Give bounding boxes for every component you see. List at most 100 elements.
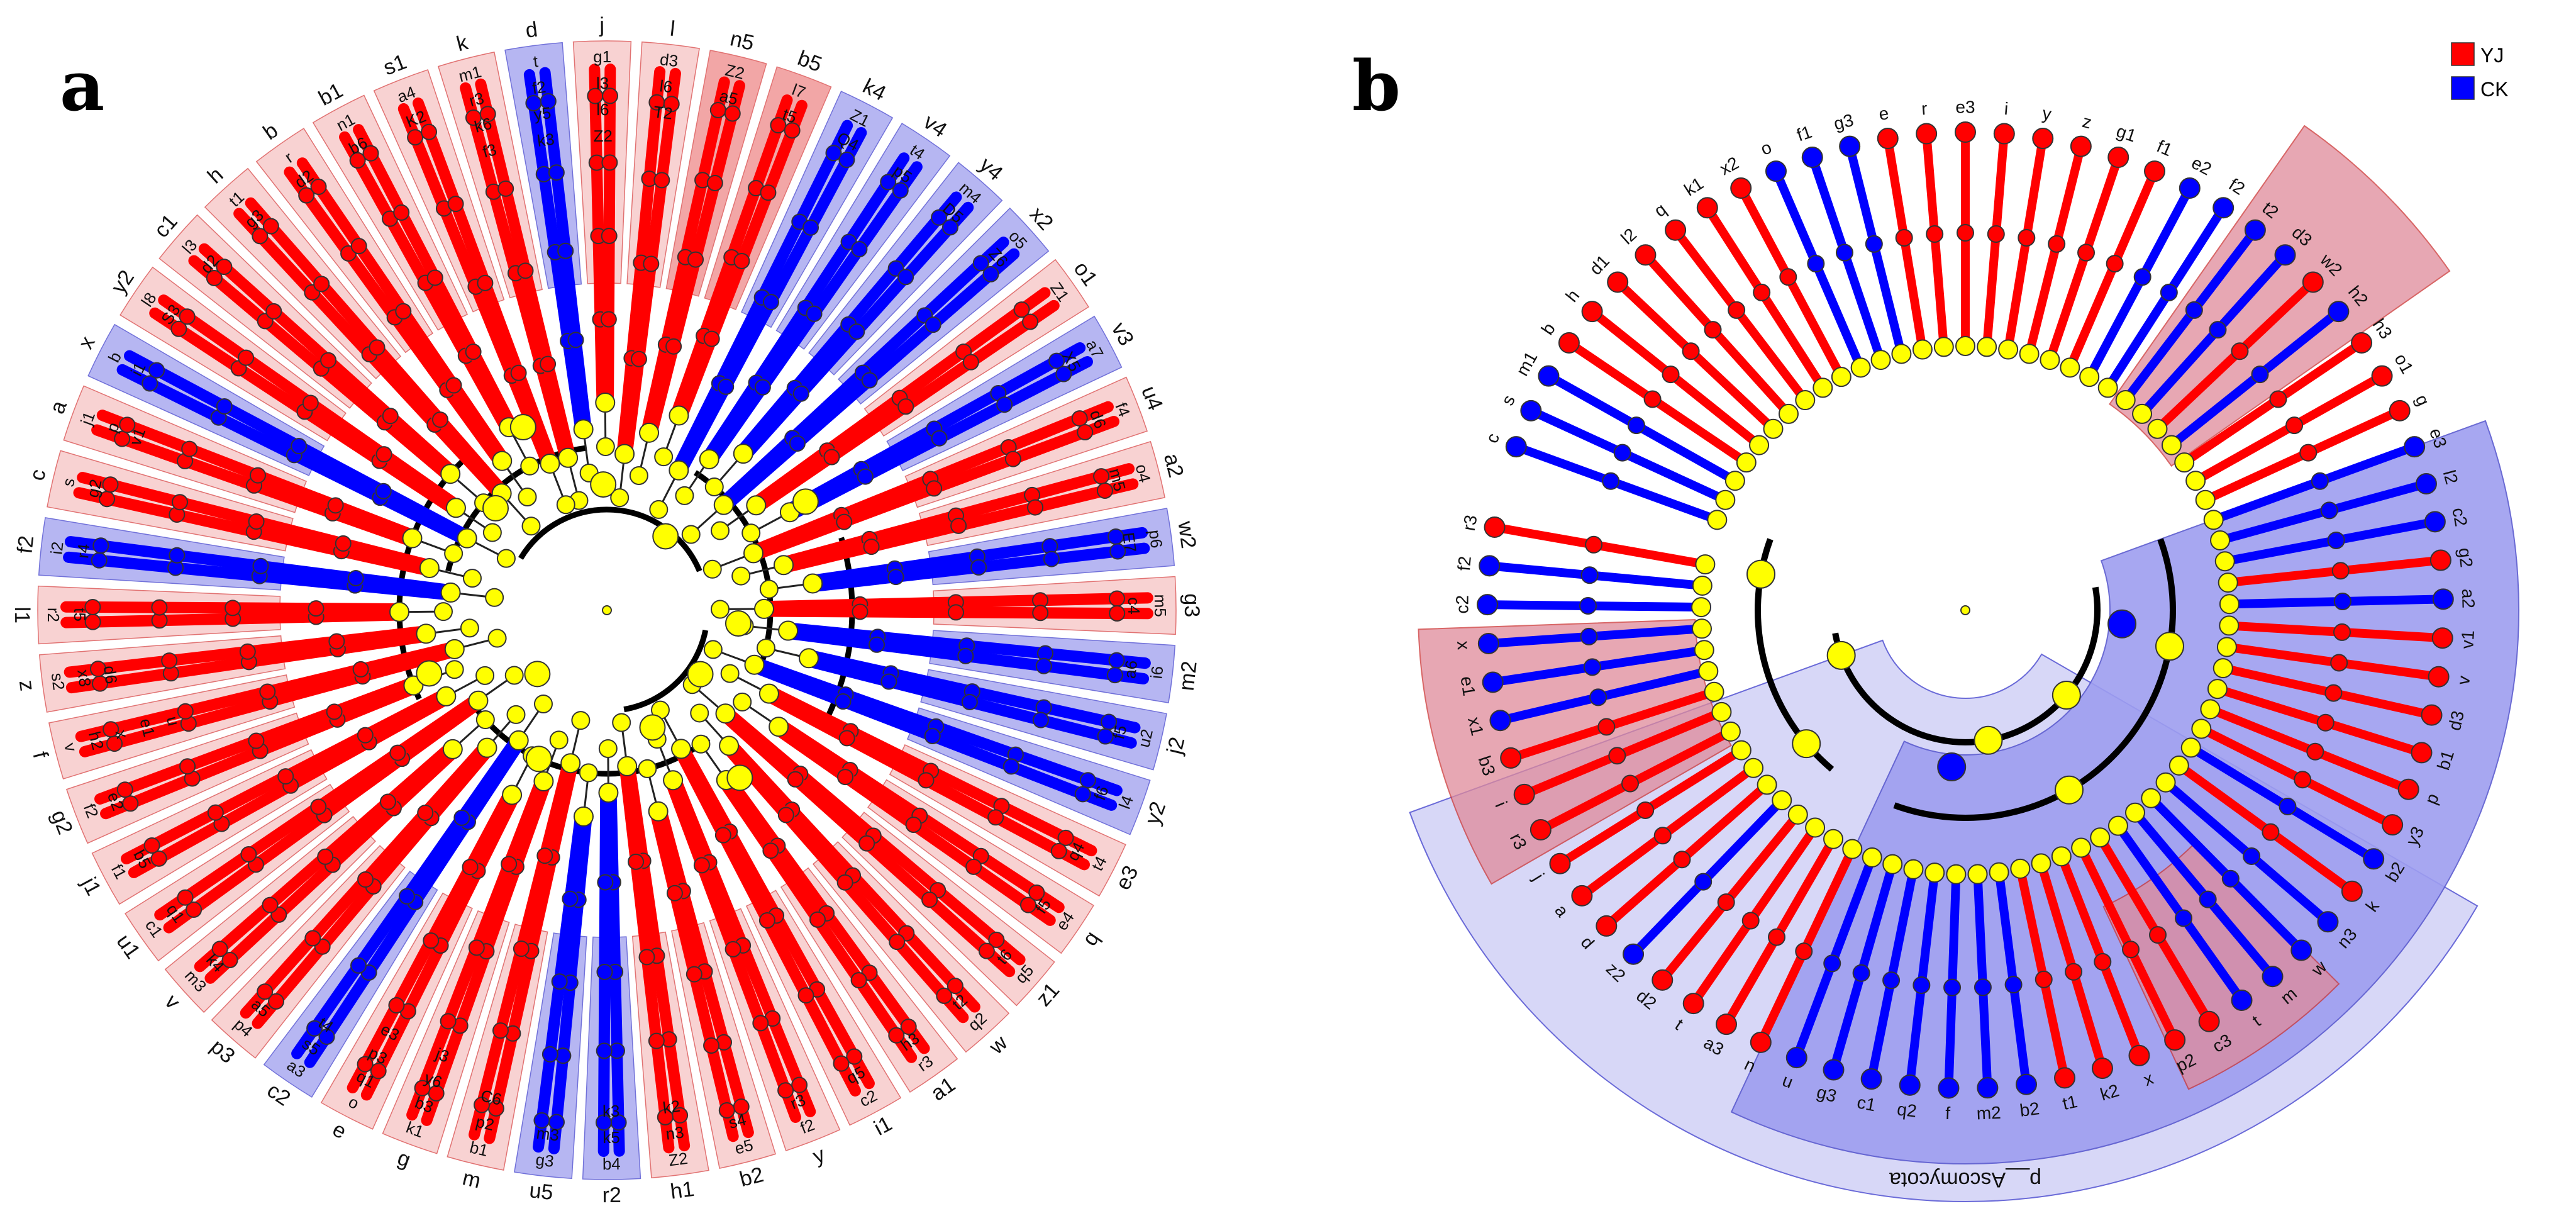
clade-node [357, 727, 374, 744]
clade-node [1728, 301, 1746, 319]
clade-node [2091, 1058, 2113, 1080]
clade-node [206, 269, 223, 286]
tree-node [492, 450, 513, 471]
clade-sublabel: n3 [665, 1122, 686, 1143]
tree-node [758, 683, 779, 704]
clade-sublabel: l6 [596, 100, 609, 119]
clade-node [426, 269, 443, 286]
clade-node [1549, 852, 1571, 874]
tree-node [475, 710, 495, 730]
clade-sublabel: y5 [533, 103, 552, 124]
clade-sublabel: E7 [1119, 531, 1140, 553]
clade-node [1852, 964, 1870, 982]
panel-a-cladogram: km1r3k6f3dtf2y5k3jg1l3l6Z2ld3l6T2n5Z2a5b… [10, 13, 1204, 1207]
clade-node [2016, 1073, 2038, 1095]
tree-node [746, 495, 767, 516]
clade-node [2164, 1029, 2186, 1051]
clade-label: a [45, 398, 72, 417]
tree-node [416, 623, 436, 644]
clade-label: g3 [1180, 593, 1204, 617]
tree-node [731, 566, 751, 586]
clade-node [262, 896, 279, 913]
clade-sublabel: g2 [83, 477, 106, 500]
clade-node [335, 535, 352, 552]
clade-node [791, 1076, 808, 1093]
clade-node [2149, 926, 2167, 944]
clade-node [395, 303, 412, 320]
panel-b-letter: b [1352, 45, 1401, 126]
clade-node [2070, 135, 2092, 157]
clade-sublabel: Z2 [723, 60, 746, 83]
clade-node [1530, 818, 1552, 840]
tree-node [2040, 350, 2060, 371]
tree-node [595, 393, 616, 413]
clade-label: b [259, 118, 282, 145]
tree-node [508, 730, 529, 751]
clade-node [2327, 531, 2345, 549]
clade-sublabel: m3 [535, 1124, 560, 1145]
clade-label: v3 [1107, 318, 1138, 350]
clade-node [1608, 747, 1626, 765]
clade-node [724, 105, 741, 122]
clade-node [1643, 390, 1662, 408]
clade-node [806, 305, 823, 322]
tree-node [1692, 575, 1713, 596]
clade-node [1926, 225, 1944, 243]
branch-arc [623, 629, 709, 713]
tree-node [2071, 837, 2092, 858]
clade-node [517, 262, 534, 279]
clade-node [533, 1112, 550, 1129]
clade-node [2311, 472, 2329, 490]
tree-node [2141, 788, 2162, 808]
clade-node [787, 771, 804, 788]
clade-label: c1 [1855, 1092, 1877, 1115]
clade-node [239, 643, 256, 660]
tree-node [649, 500, 669, 519]
clade-sublabel: x8 [74, 668, 94, 688]
tree-node [389, 601, 410, 622]
root-node [1960, 605, 1970, 615]
clade-node [2274, 244, 2296, 266]
clade-node [846, 1048, 863, 1065]
tree-node [2051, 846, 2072, 867]
clade-node [1558, 332, 1580, 354]
tree-node [477, 737, 497, 758]
clade-node [1730, 177, 1752, 199]
clade-node [897, 269, 914, 286]
tree-node [681, 525, 701, 544]
clade-label: x [74, 332, 100, 352]
clade-node [298, 187, 315, 204]
clade-node [648, 1032, 665, 1049]
tree-node [638, 759, 657, 778]
tree-node [699, 449, 719, 469]
clade-node [1477, 633, 1499, 655]
clade-node [1652, 969, 1674, 991]
clade-label: b2 [737, 1163, 766, 1192]
clade-node [1079, 772, 1096, 789]
clade-node [2077, 243, 2096, 262]
clade-node [1002, 758, 1019, 775]
clade-node [2351, 332, 2373, 354]
tree-node [596, 437, 615, 457]
clade-label: e [1877, 103, 1890, 124]
clade-node [1673, 851, 1691, 869]
tree-node [2218, 572, 2238, 593]
clade-sublabel: C6 [479, 1086, 503, 1109]
tree-node [504, 666, 524, 685]
clade-label: f2 [13, 534, 38, 554]
tree-node [2055, 775, 2084, 805]
clade-node [630, 350, 647, 367]
clade-node [733, 252, 750, 269]
clade-node [835, 693, 852, 710]
tree-node [669, 460, 689, 481]
clade-label: w [984, 1030, 1013, 1059]
clade-node [2262, 966, 2284, 988]
clade-node [857, 468, 874, 485]
tree-node [1692, 618, 1713, 639]
tree-node [1831, 367, 1852, 388]
clade-label: u4 [1136, 382, 1167, 413]
clade-sublabel: i2 [47, 540, 67, 555]
clade-node [666, 885, 683, 901]
clade-label: g2 [47, 807, 77, 838]
